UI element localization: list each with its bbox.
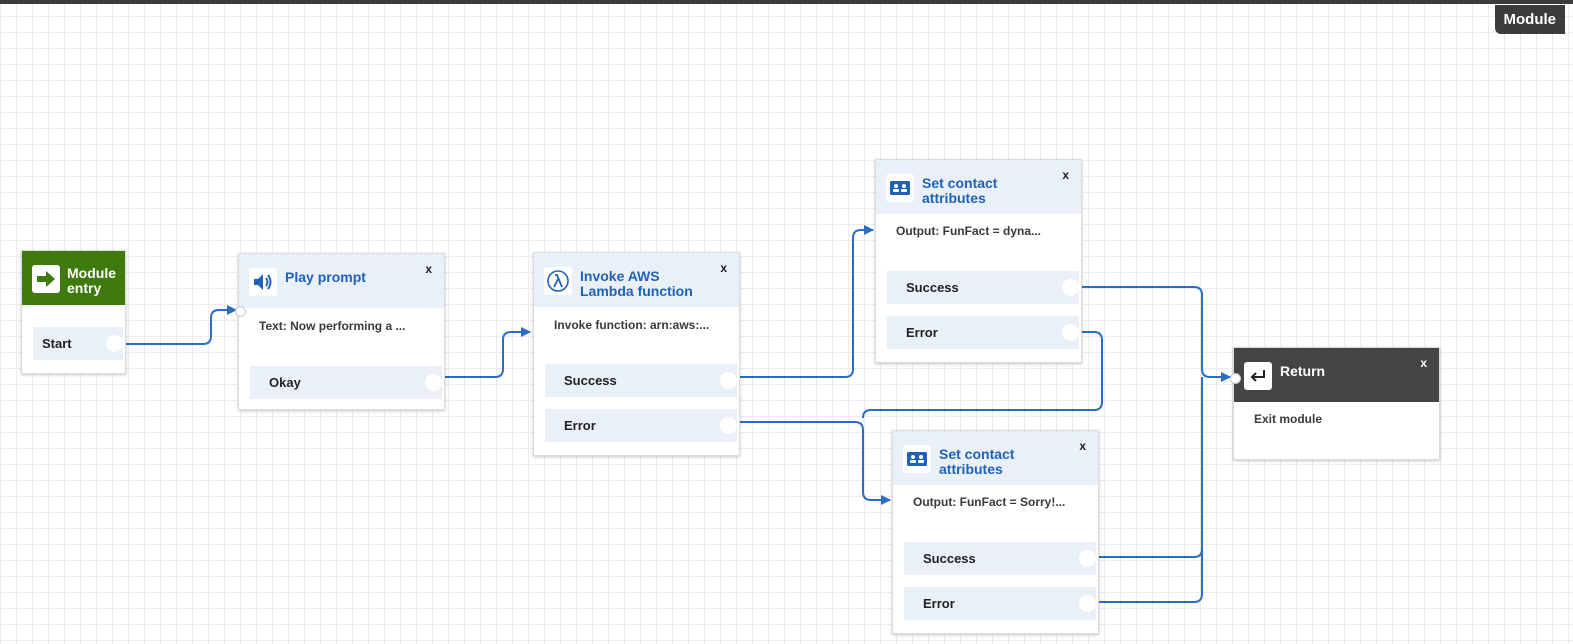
connector-set1-error-to-set2[interactable] bbox=[862, 331, 1103, 419]
set-contact-attributes-block-1[interactable]: Set contact attributes x Output: FunFact… bbox=[875, 159, 1082, 363]
set-attr-2-error-label: Error bbox=[923, 596, 955, 611]
lambda-error-branch[interactable]: Error bbox=[545, 409, 737, 442]
set-attr-1-error-port[interactable] bbox=[1062, 324, 1079, 341]
okay-branch[interactable]: Okay bbox=[250, 366, 442, 399]
speaker-icon bbox=[249, 268, 277, 296]
okay-branch-label: Okay bbox=[269, 375, 301, 390]
set-contact-attributes-block-2[interactable]: Set contact attributes x Output: FunFact… bbox=[892, 430, 1099, 634]
set-attr-2-error-branch[interactable]: Error bbox=[904, 587, 1096, 620]
set-attr-1-error-label: Error bbox=[906, 325, 938, 340]
invoke-lambda-title-line2: Lambda function bbox=[580, 283, 693, 299]
return-description: Exit module bbox=[1254, 412, 1323, 426]
lambda-success-branch[interactable]: Success bbox=[545, 364, 737, 397]
invoke-lambda-description: Invoke function: arn:aws:... bbox=[554, 318, 710, 332]
invoke-lambda-close-button[interactable]: x bbox=[720, 261, 727, 275]
arrow-right-icon bbox=[32, 265, 60, 293]
lambda-success-label: Success bbox=[564, 373, 617, 388]
return-arrow-icon bbox=[1244, 362, 1272, 390]
set-attr-1-title-line1: Set contact bbox=[922, 175, 998, 191]
invoke-lambda-block[interactable]: Invoke AWS Lambda function x Invoke func… bbox=[533, 252, 740, 456]
connector-lambda-error-to-set2[interactable] bbox=[725, 421, 891, 505]
contact-card-icon bbox=[886, 174, 914, 202]
lambda-error-port[interactable] bbox=[720, 417, 737, 434]
return-title: Return bbox=[1280, 363, 1326, 379]
connector-start-to-play[interactable] bbox=[112, 305, 237, 345]
set-attr-1-success-port[interactable] bbox=[1062, 279, 1079, 296]
set-attr-2-success-port[interactable] bbox=[1079, 550, 1096, 567]
module-tag: Module bbox=[1494, 5, 1565, 34]
set-attr-1-title-line2: attributes bbox=[922, 190, 986, 206]
connector-lambda-success-to-set1[interactable] bbox=[725, 225, 874, 378]
connector-set1-success-to-return[interactable] bbox=[1069, 286, 1231, 382]
play-prompt-block[interactable]: Play prompt x Text: Now performing a ...… bbox=[235, 253, 445, 410]
play-prompt-header: Play prompt x bbox=[239, 254, 444, 308]
play-prompt-input-port[interactable] bbox=[235, 306, 246, 317]
contact-card-icon bbox=[903, 445, 931, 473]
play-prompt-title: Play prompt bbox=[285, 269, 366, 285]
return-close-button[interactable]: x bbox=[1420, 356, 1427, 370]
play-prompt-description: Text: Now performing a ... bbox=[259, 319, 406, 333]
start-branch[interactable]: Start bbox=[33, 327, 123, 360]
set-attr-1-error-branch[interactable]: Error bbox=[887, 316, 1079, 349]
invoke-lambda-title-line1: Invoke AWS bbox=[580, 268, 660, 284]
set-attr-1-header: Set contact attributes x bbox=[876, 160, 1081, 214]
set-attr-2-success-branch[interactable]: Success bbox=[904, 542, 1096, 575]
set-attr-2-title-line1: Set contact bbox=[939, 446, 1015, 462]
set-attr-2-error-port[interactable] bbox=[1079, 595, 1096, 612]
set-attr-2-description: Output: FunFact = Sorry!... bbox=[913, 495, 1066, 509]
lambda-error-label: Error bbox=[564, 418, 596, 433]
okay-output-port[interactable] bbox=[425, 374, 442, 391]
set-attr-2-header: Set contact attributes x bbox=[893, 431, 1098, 485]
module-entry-header: Module entry bbox=[22, 251, 125, 305]
module-entry-title-line2: entry bbox=[67, 280, 102, 296]
connector-set2-error-to-return[interactable] bbox=[1085, 377, 1203, 603]
set-attr-1-close-button[interactable]: x bbox=[1062, 168, 1069, 182]
return-block[interactable]: Return x Exit module bbox=[1230, 347, 1440, 460]
return-header: Return x bbox=[1234, 348, 1439, 402]
set-attr-2-title-line2: attributes bbox=[939, 461, 1003, 477]
lambda-icon bbox=[544, 267, 572, 295]
lambda-success-port[interactable] bbox=[720, 372, 737, 389]
set-attr-2-close-button[interactable]: x bbox=[1079, 439, 1086, 453]
set-attr-2-success-label: Success bbox=[923, 551, 976, 566]
set-attr-1-success-label: Success bbox=[906, 280, 959, 295]
connector-okay-to-lambda[interactable] bbox=[431, 327, 531, 378]
invoke-lambda-header: Invoke AWS Lambda function x bbox=[534, 253, 739, 307]
return-input-port[interactable] bbox=[1230, 373, 1241, 384]
top-border-bar bbox=[0, 0, 1573, 4]
start-branch-label: Start bbox=[42, 336, 72, 351]
module-entry-block[interactable]: Module entry Start bbox=[21, 250, 126, 374]
start-output-port[interactable] bbox=[106, 335, 123, 352]
set-attr-1-success-branch[interactable]: Success bbox=[887, 271, 1079, 304]
play-prompt-close-button[interactable]: x bbox=[425, 262, 432, 276]
set-attr-1-description: Output: FunFact = dyna... bbox=[896, 224, 1041, 238]
module-entry-title-line1: Module bbox=[67, 265, 116, 281]
